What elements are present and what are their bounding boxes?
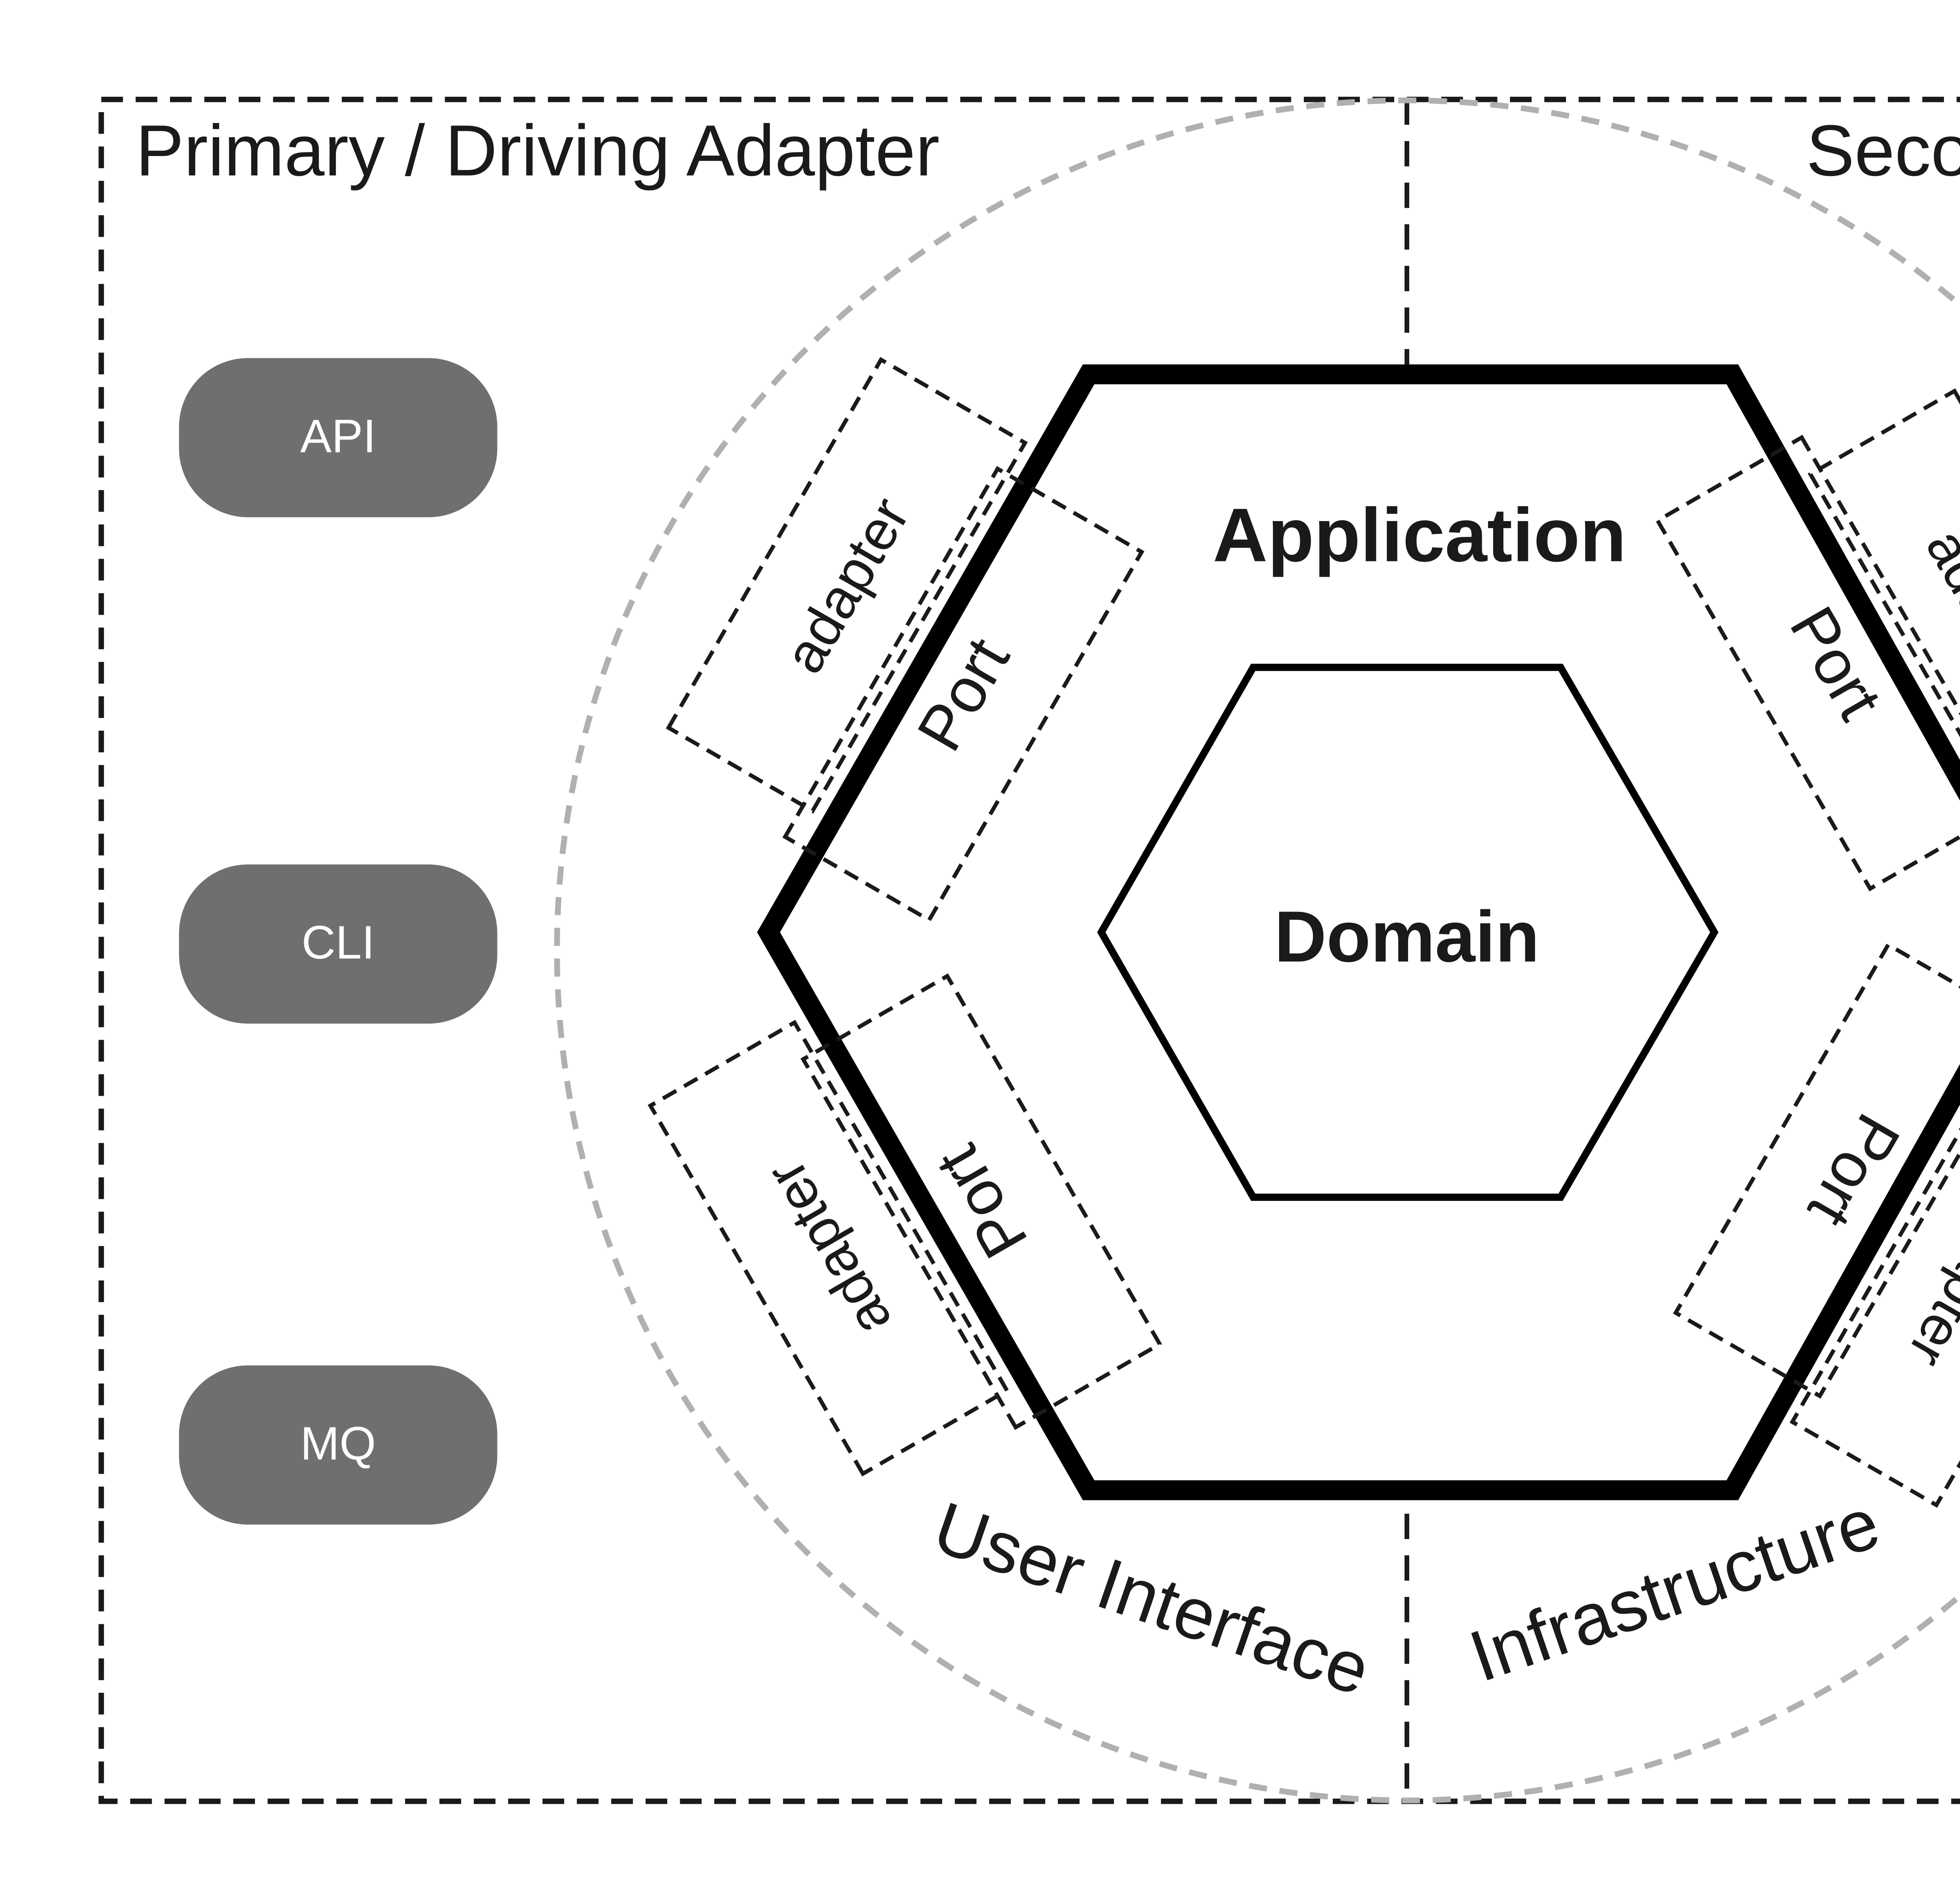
domain-label: Domain xyxy=(1274,897,1540,977)
zone-label-infrastructure: Infrastructure xyxy=(1460,1482,1889,1698)
adapter-node-api: API xyxy=(179,358,497,517)
adapter-box xyxy=(666,357,1028,814)
adapter-label: adapter xyxy=(772,487,921,683)
outer-dashed-border xyxy=(98,96,1960,1804)
adapter-node-mq: MQ xyxy=(179,1365,497,1525)
adapter-label: adapter xyxy=(1914,519,1960,715)
port-box xyxy=(782,466,1145,923)
port-box xyxy=(1655,434,1960,891)
adapter-node-cli: CLI xyxy=(179,864,497,1024)
adapter-label: adapter xyxy=(754,1150,903,1346)
zone-label-user-interface: User Interface xyxy=(924,1487,1380,1711)
boundary-circle xyxy=(554,98,1960,1803)
adapter-box xyxy=(1808,388,1960,845)
title-primary-driving-adapter: Primary / Driving Adapter xyxy=(135,112,940,192)
adapter-box xyxy=(648,1020,1010,1477)
port-box xyxy=(800,973,1163,1430)
title-secondary-driven-adapter: Secondary / Driven Adapter xyxy=(1806,112,1960,192)
application-label: Application xyxy=(1213,493,1626,577)
domain-hexagon xyxy=(1097,664,1719,1201)
